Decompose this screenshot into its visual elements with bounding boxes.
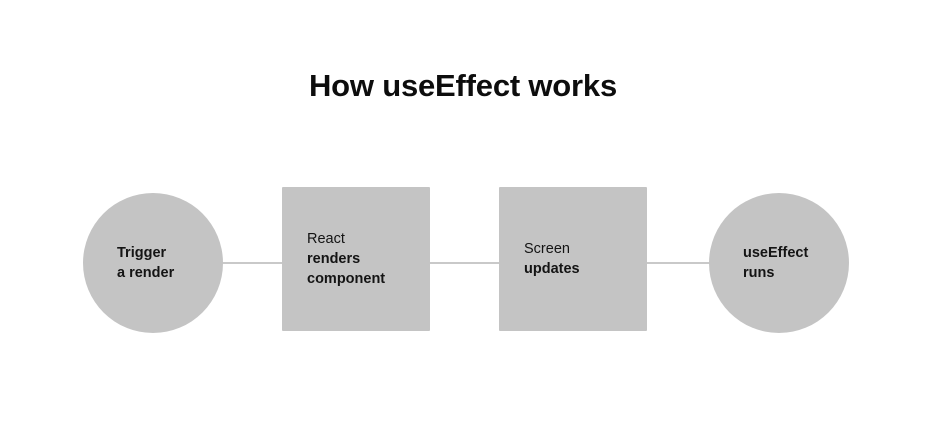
flow-node-label: React renders component [282, 229, 430, 289]
flow-node-screen-updates[interactable]: Screen updates [499, 187, 647, 331]
connector-trigger-to-react [219, 262, 287, 264]
flow-node-label: useEffect runs [709, 243, 849, 283]
flow-node-label-line: runs [743, 265, 775, 281]
page-title: How useEffect works [308, 68, 617, 103]
flow-node-label-line: a render [117, 265, 175, 281]
flow-node-label-line: updates [524, 261, 580, 277]
flow-node-label-line: renders [307, 251, 361, 267]
flow-node-useeffect-runs[interactable]: useEffect runs [709, 193, 849, 333]
flow-node-label-line: Screen [524, 241, 570, 257]
flow-node-label: Screen updates [499, 239, 647, 279]
flow-node-label-line: React [307, 231, 345, 247]
flow-node-label: Trigger a render [83, 243, 223, 283]
flow-node-react-renders-component[interactable]: React renders component [282, 187, 430, 331]
flow-node-trigger-a-render[interactable]: Trigger a render [83, 193, 223, 333]
flow-node-label-line: Trigger [117, 245, 167, 261]
flow-node-label-line: useEffect [743, 245, 809, 261]
flow-node-label-line: component [307, 271, 386, 287]
connector-react-to-screen [426, 262, 503, 264]
connector-screen-to-useeffect [644, 262, 713, 264]
